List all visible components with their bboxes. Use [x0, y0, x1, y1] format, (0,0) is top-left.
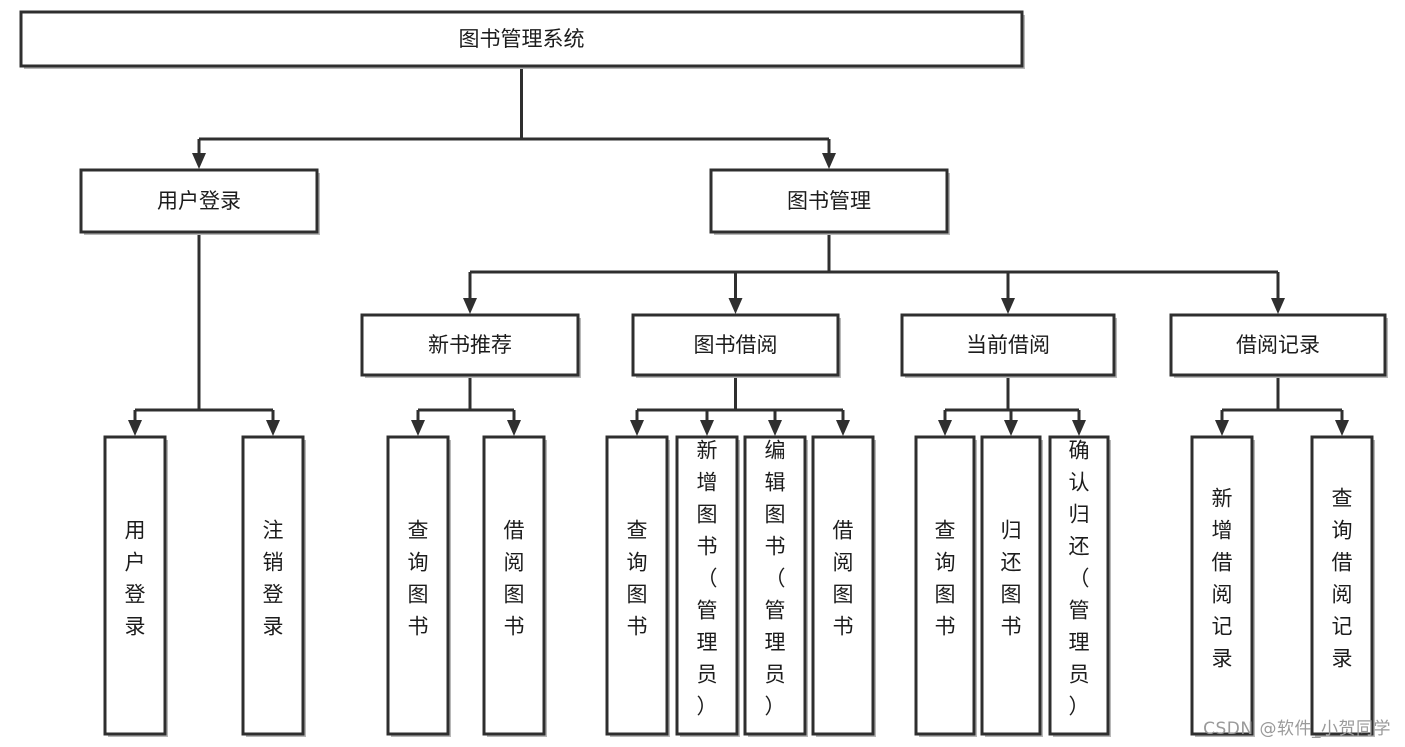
- node-rect[interactable]: [482, 435, 546, 736]
- node-edit-book-admin[interactable]: 编辑图书（管理员）: [743, 435, 808, 737]
- node-rect[interactable]: [811, 435, 875, 736]
- node-rect[interactable]: [605, 435, 669, 736]
- connector-arrow-icon: [836, 420, 850, 436]
- node-rect[interactable]: [914, 435, 976, 736]
- node-rect[interactable]: [1169, 313, 1387, 377]
- node-rect[interactable]: [1048, 435, 1110, 736]
- connector-arrow-icon: [266, 420, 280, 436]
- node-label: 查询图书: [627, 519, 648, 639]
- connector-arrow-icon: [938, 420, 952, 436]
- connector-arrow-icon: [507, 420, 521, 436]
- node-rect[interactable]: [1310, 435, 1374, 736]
- node-rect[interactable]: [386, 435, 450, 736]
- connector-arrow-icon: [728, 298, 743, 314]
- node-query-borrow-record[interactable]: 查询借阅记录: [1310, 435, 1375, 737]
- node-add-borrow-record[interactable]: 新增借阅记录: [1190, 435, 1255, 737]
- node-borrow-book-2[interactable]: 借阅图书: [811, 435, 876, 737]
- node-label: 图书管理系统: [459, 27, 585, 51]
- connector-arrow-icon: [1001, 298, 1015, 314]
- node-book-management[interactable]: 图书管理: [709, 168, 950, 235]
- node-user-logout[interactable]: 注销登录: [241, 435, 306, 737]
- node-rect[interactable]: [241, 435, 305, 736]
- connector-arrow-icon: [768, 420, 782, 436]
- node-new-book-recommend[interactable]: 新书推荐: [360, 313, 581, 378]
- node-return-book[interactable]: 归还图书: [980, 435, 1043, 737]
- node-current-borrow[interactable]: 当前借阅: [900, 313, 1117, 378]
- watermark-label: CSDN @软件_小贺同学: [1203, 719, 1391, 739]
- connector-arrow-icon: [1004, 420, 1018, 436]
- node-label: 注销登录: [263, 519, 284, 639]
- node-rect[interactable]: [79, 168, 319, 234]
- node-label: 借阅图书: [833, 519, 854, 639]
- connector-arrow-icon: [1271, 298, 1285, 314]
- connector-arrow-icon: [1215, 420, 1229, 436]
- node-rect[interactable]: [19, 10, 1024, 68]
- connector-arrow-icon: [128, 420, 142, 436]
- node-label: 图书借阅: [694, 333, 778, 357]
- node-rect[interactable]: [980, 435, 1042, 736]
- node-rect[interactable]: [675, 435, 739, 736]
- node-book-borrow[interactable]: 图书借阅: [631, 313, 841, 378]
- node-label: 图书管理: [787, 189, 871, 213]
- connector-arrow-icon: [1072, 420, 1086, 436]
- node-query-book-3[interactable]: 查询图书: [914, 435, 977, 737]
- node-user-login[interactable]: 用户登录: [79, 168, 320, 235]
- node-query-book-2[interactable]: 查询图书: [605, 435, 670, 737]
- node-user-login-do[interactable]: 用户登录: [103, 435, 168, 737]
- node-label: 用户登录: [157, 189, 241, 213]
- node-rect[interactable]: [103, 435, 167, 736]
- node-label: 查询借阅记录: [1332, 487, 1353, 671]
- node-label: 查询图书: [935, 519, 956, 639]
- connector-arrow-icon: [700, 420, 714, 436]
- connector-arrow-icon: [822, 153, 836, 169]
- node-label: 当前借阅: [966, 333, 1050, 357]
- node-label: 用户登录: [125, 519, 146, 639]
- connector-arrow-icon: [411, 420, 425, 436]
- node-rect[interactable]: [360, 313, 580, 377]
- node-rect[interactable]: [631, 313, 840, 377]
- connector-arrow-icon: [192, 153, 206, 169]
- node-rect[interactable]: [900, 313, 1116, 377]
- connector-arrow-icon: [630, 420, 644, 436]
- node-rect[interactable]: [709, 168, 949, 234]
- node-rect[interactable]: [743, 435, 807, 736]
- node-label: 借阅图书: [504, 519, 525, 639]
- node-confirm-return-admin[interactable]: 确认归还（管理员）: [1048, 435, 1111, 737]
- node-add-book-admin[interactable]: 新增图书（管理员）: [675, 435, 740, 737]
- node-borrow-book-1[interactable]: 借阅图书: [482, 435, 547, 737]
- node-root[interactable]: 图书管理系统: [19, 10, 1025, 69]
- node-label: 新增借阅记录: [1212, 487, 1233, 671]
- node-borrow-records[interactable]: 借阅记录: [1169, 313, 1388, 378]
- node-label: 新书推荐: [428, 333, 512, 357]
- node-label: 新增图书（管理员）: [697, 439, 718, 719]
- node-label: 编辑图书（管理员）: [765, 439, 786, 719]
- node-label: 归还图书: [1001, 519, 1022, 639]
- node-rect[interactable]: [1190, 435, 1254, 736]
- node-label: 确认归还（管理员）: [1069, 439, 1090, 719]
- node-label: 借阅记录: [1236, 333, 1320, 357]
- connector-arrow-icon: [1335, 420, 1349, 436]
- connector-arrow-icon: [463, 298, 477, 314]
- node-label: 查询图书: [408, 519, 429, 639]
- node-query-book-1[interactable]: 查询图书: [386, 435, 451, 737]
